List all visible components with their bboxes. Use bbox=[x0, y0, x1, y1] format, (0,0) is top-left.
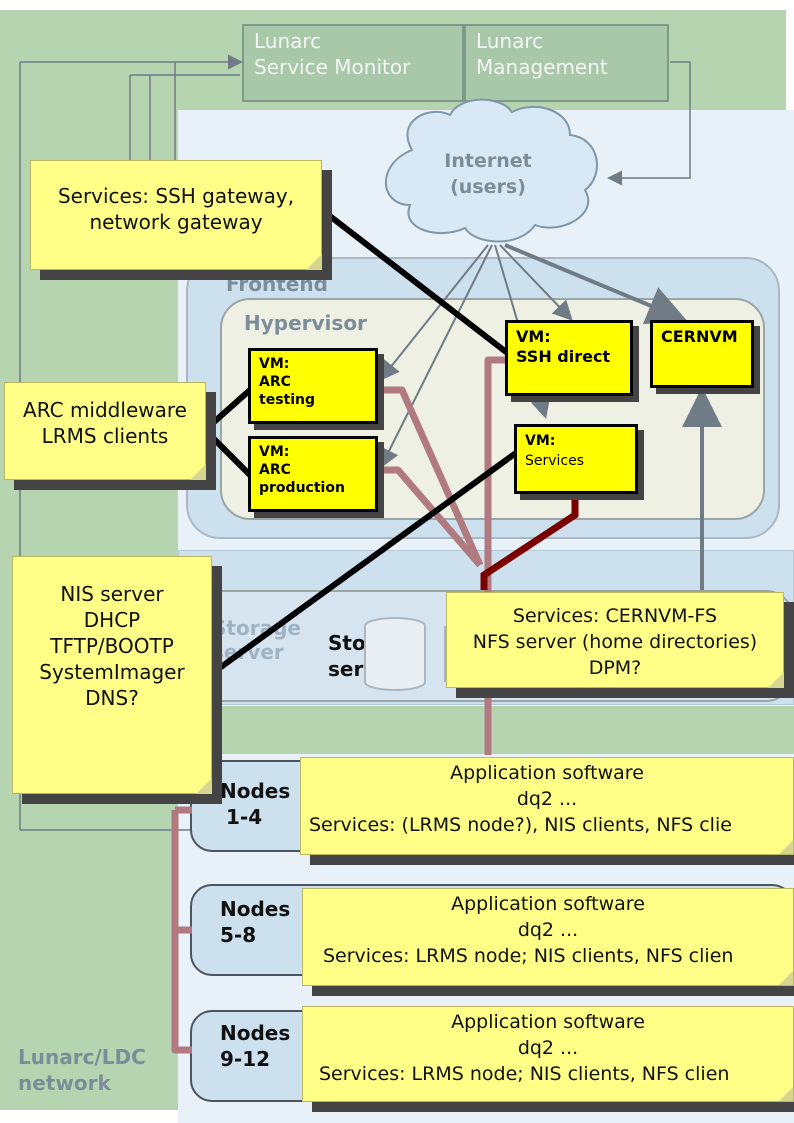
nodes-1-label: Nodes 1-4 bbox=[220, 778, 290, 830]
nodes-3-line2: 9-12 bbox=[220, 1047, 271, 1071]
internet-line2: (users) bbox=[450, 176, 526, 198]
note-nodes-3: Application software dq2 ... Services: L… bbox=[302, 1006, 794, 1102]
internet-label: Internet (users) bbox=[438, 148, 538, 200]
note-nodes-1-app: Application software bbox=[450, 762, 644, 784]
note-nodes-3-app: Application software bbox=[451, 1011, 645, 1033]
note-nodes-1-services: Services: (LRMS node?), NIS clients, NFS… bbox=[309, 814, 732, 836]
network-line1: Lunarc/LDC bbox=[18, 1045, 146, 1069]
nodes-1-line1: Nodes bbox=[220, 779, 291, 803]
note-storage-line1: Services: CERNVM-FS bbox=[512, 605, 718, 627]
hypervisor-label: Hypervisor bbox=[244, 311, 367, 335]
note-nis-line2: DHCP bbox=[83, 608, 141, 632]
note-ssh-line2: network gateway bbox=[89, 210, 263, 234]
note-ssh-gateway: Services: SSH gateway, network gateway bbox=[30, 160, 322, 270]
note-nis-line1: NIS server bbox=[60, 582, 164, 606]
vm-ssh-line2: SSH direct bbox=[516, 347, 611, 366]
vm-services-line1: VM: bbox=[525, 433, 556, 449]
note-nodes-1: Application software dq2 ... Services: (… bbox=[300, 757, 794, 855]
vm-arc-production-line3: production bbox=[259, 480, 345, 496]
storage-server-line1: Storage bbox=[328, 631, 417, 655]
note-nodes-2-dq2: dq2 ... bbox=[517, 919, 579, 941]
note-nis-line5: DNS? bbox=[85, 686, 139, 710]
note-nodes-2-app: Application software bbox=[451, 893, 645, 915]
vm-arc-testing-line3: testing bbox=[259, 392, 315, 408]
note-nodes-3-services: Services: LRMS node; NIS clients, NFS cl… bbox=[319, 1063, 730, 1085]
vm-services: VM: Services bbox=[514, 424, 638, 494]
note-nodes-1-dq2: dq2 ... bbox=[516, 788, 578, 810]
vm-arc-testing: VM: ARC testing bbox=[248, 348, 378, 424]
note-nis-server: NIS server DHCP TFTP/BOOTP SystemImager … bbox=[12, 556, 212, 794]
vm-arc-production: VM: ARC production bbox=[248, 436, 378, 512]
note-nodes-2: Application software dq2 ... Services: L… bbox=[302, 888, 794, 986]
nodes-2-label: Nodes 5-8 bbox=[220, 896, 290, 948]
note-storage-line3: DPM? bbox=[588, 657, 642, 679]
internet-line1: Internet bbox=[444, 150, 532, 172]
vm-ssh-line1: VM: bbox=[516, 327, 551, 346]
nodes-2-line2: 5-8 bbox=[220, 923, 257, 947]
note-arc-middleware: ARC middleware LRMS clients bbox=[4, 382, 206, 480]
note-nis-line3: TFTP/BOOTP bbox=[50, 634, 174, 658]
note-ssh-line1: Services: SSH gateway, bbox=[57, 184, 295, 208]
vm-cernvm: CERNVM bbox=[650, 320, 754, 388]
note-nodes-2-services: Services: LRMS node; NIS clients, NFS cl… bbox=[323, 945, 734, 967]
vm-services-line2: Services bbox=[525, 453, 585, 469]
service-monitor-line2: Service Monitor bbox=[254, 55, 411, 79]
note-nodes-3-dq2: dq2 ... bbox=[517, 1037, 579, 1059]
vm-ssh-direct: VM: SSH direct bbox=[505, 320, 633, 396]
vm-arc-production-line2: ARC bbox=[259, 462, 291, 478]
vm-arc-testing-line2: ARC bbox=[259, 374, 291, 390]
note-storage-line2: NFS server (home directories) bbox=[472, 631, 758, 653]
nodes-1-line2: 1-4 bbox=[226, 805, 263, 829]
lan-strip bbox=[178, 706, 794, 754]
note-storage-services: Services: CERNVM-FS NFS server (home dir… bbox=[446, 592, 784, 688]
note-nis-line4: SystemImager bbox=[39, 660, 185, 684]
service-monitor-box: Lunarc Service Monitor bbox=[242, 24, 464, 102]
service-monitor-line1: Lunarc bbox=[254, 29, 322, 53]
management-box: Lunarc Management bbox=[464, 24, 669, 102]
network-label: Lunarc/LDC network bbox=[18, 1044, 146, 1096]
storage-server-label: Storage server bbox=[328, 630, 417, 682]
network-line2: network bbox=[18, 1071, 111, 1095]
note-arc-line1: ARC middleware bbox=[23, 398, 187, 422]
vm-arc-production-line1: VM: bbox=[259, 444, 290, 460]
storage-bg-line2: server bbox=[212, 640, 284, 664]
nodes-3-line1: Nodes bbox=[220, 1021, 291, 1045]
vm-cernvm-line1: CERNVM bbox=[661, 327, 738, 346]
storage-bg-line1: Storage bbox=[212, 616, 301, 640]
management-line2: Management bbox=[476, 55, 608, 79]
frontend-label: Frontend bbox=[226, 272, 328, 296]
nodes-3-label: Nodes 9-12 bbox=[220, 1020, 290, 1072]
storage-bg-label: Storage server bbox=[212, 616, 301, 664]
note-arc-line2: LRMS clients bbox=[41, 424, 169, 448]
vm-arc-testing-line1: VM: bbox=[259, 356, 290, 372]
nodes-2-line1: Nodes bbox=[220, 897, 291, 921]
storage-server-line2: server bbox=[328, 657, 400, 681]
management-line1: Lunarc bbox=[476, 29, 544, 53]
